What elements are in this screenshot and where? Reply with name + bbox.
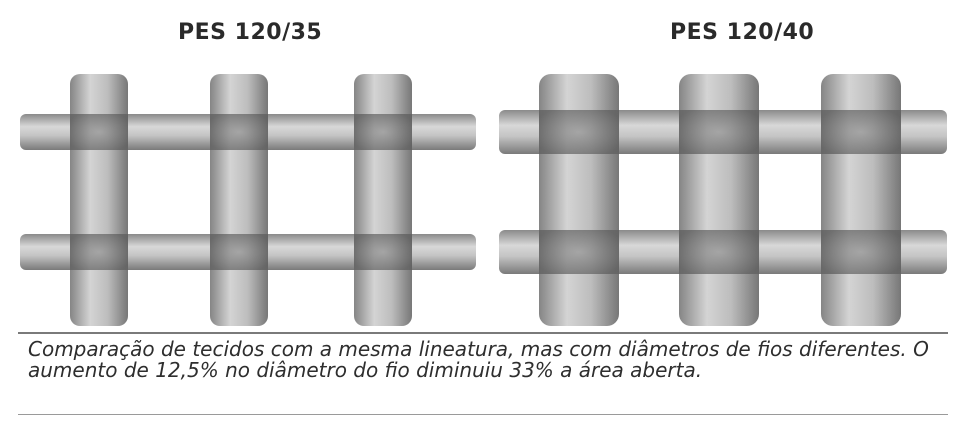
mesh-weave-pes-120-35: [20, 74, 476, 326]
panel-title-pes-120-40: PES 120/40: [670, 20, 815, 45]
bottom-divider: [18, 414, 948, 415]
caption-divider: [18, 332, 948, 334]
panel-title-pes-120-35: PES 120/35: [178, 20, 323, 45]
thread-crossings: [539, 110, 901, 274]
thread-crossings: [70, 114, 412, 270]
figure-caption: Comparação de tecidos com a mesma lineat…: [28, 337, 929, 382]
warp-thread: [354, 74, 412, 326]
mesh-weave-pes-120-40: [499, 74, 947, 326]
warp-thread: [70, 74, 128, 326]
warp-thread: [210, 74, 268, 326]
